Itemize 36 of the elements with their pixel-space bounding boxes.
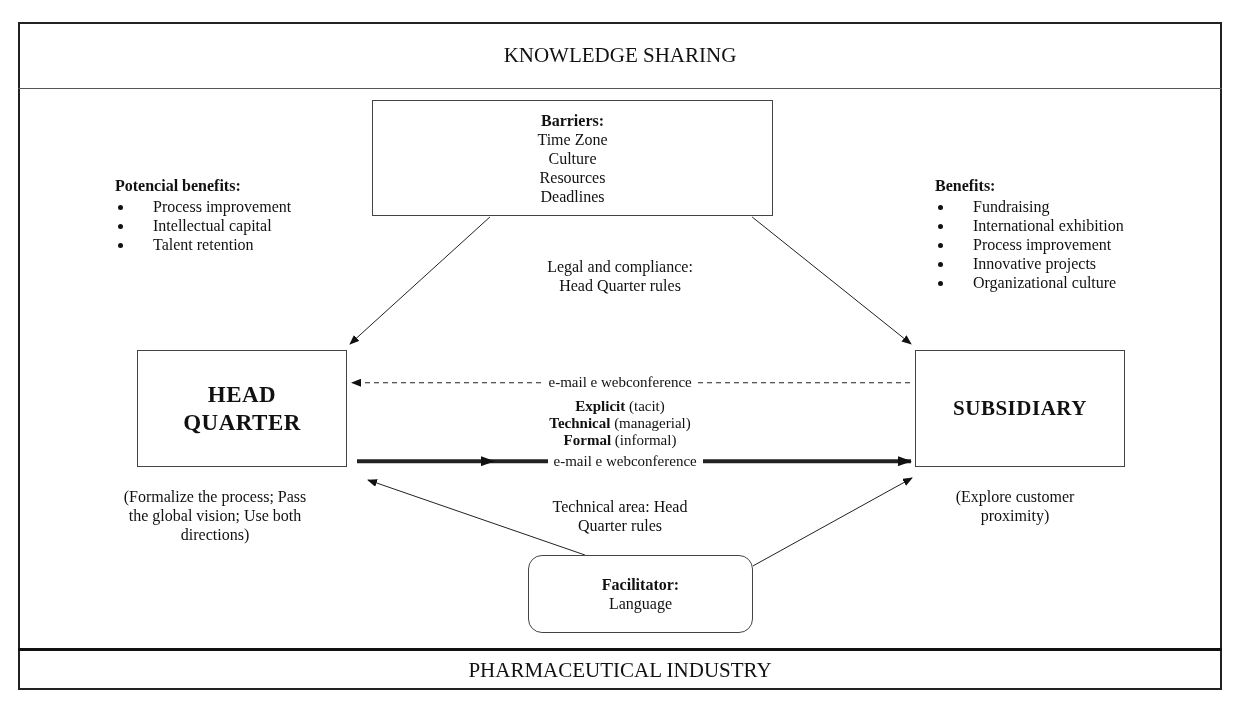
head-quarter-box [137,350,347,467]
box-text: Culture [548,148,597,168]
note-text: Technical (managerial) [548,415,692,432]
arrow [751,216,912,345]
box-text: Deadlines [540,186,605,206]
note-text: Formal (informal) [562,432,678,449]
list-item: Fundraising [973,197,1050,216]
list-heading: Potencial benefits: [115,176,241,195]
note-text: Explicit (tacit) [574,398,666,415]
list-item: Talent retention [153,235,254,254]
list-heading: Benefits: [935,176,996,195]
note-text: Technical area: Head Quarter rules [551,497,689,535]
list-item: Innovative projects [973,254,1097,273]
list-item: International exhibition [973,216,1124,235]
box-heading: Barriers: [540,110,605,130]
list-item: Process improvement [973,235,1112,254]
box-text: SUBSIDIARY [953,396,1087,421]
box-heading: Facilitator: [601,575,680,594]
arrow [367,479,586,556]
facilitator-box [528,555,753,633]
box-text: HEAD QUARTER [182,380,302,437]
list-item: Process improvement [153,197,292,216]
node-caption: (Explore customer proximity) [954,487,1076,525]
subsidiary-box [915,350,1125,467]
box-text: Time Zone [537,129,608,149]
barriers-box [372,100,773,216]
box-text: Language [608,594,673,613]
arrow [752,477,913,567]
box-text: KNOWLEDGE SHARING [503,42,737,68]
node-caption: (Formalize the process; Pass the global vision; Use both directions) [122,487,308,544]
box-text: PHARMACEUTICAL INDUSTRY [468,658,772,683]
box-text: Resources [539,167,606,187]
arrow [349,216,491,345]
list-item: Intellectual capital [153,216,272,235]
note-text: Legal and compliance: Head Quarter rules [546,257,694,295]
list-item: Organizational culture [973,273,1117,292]
